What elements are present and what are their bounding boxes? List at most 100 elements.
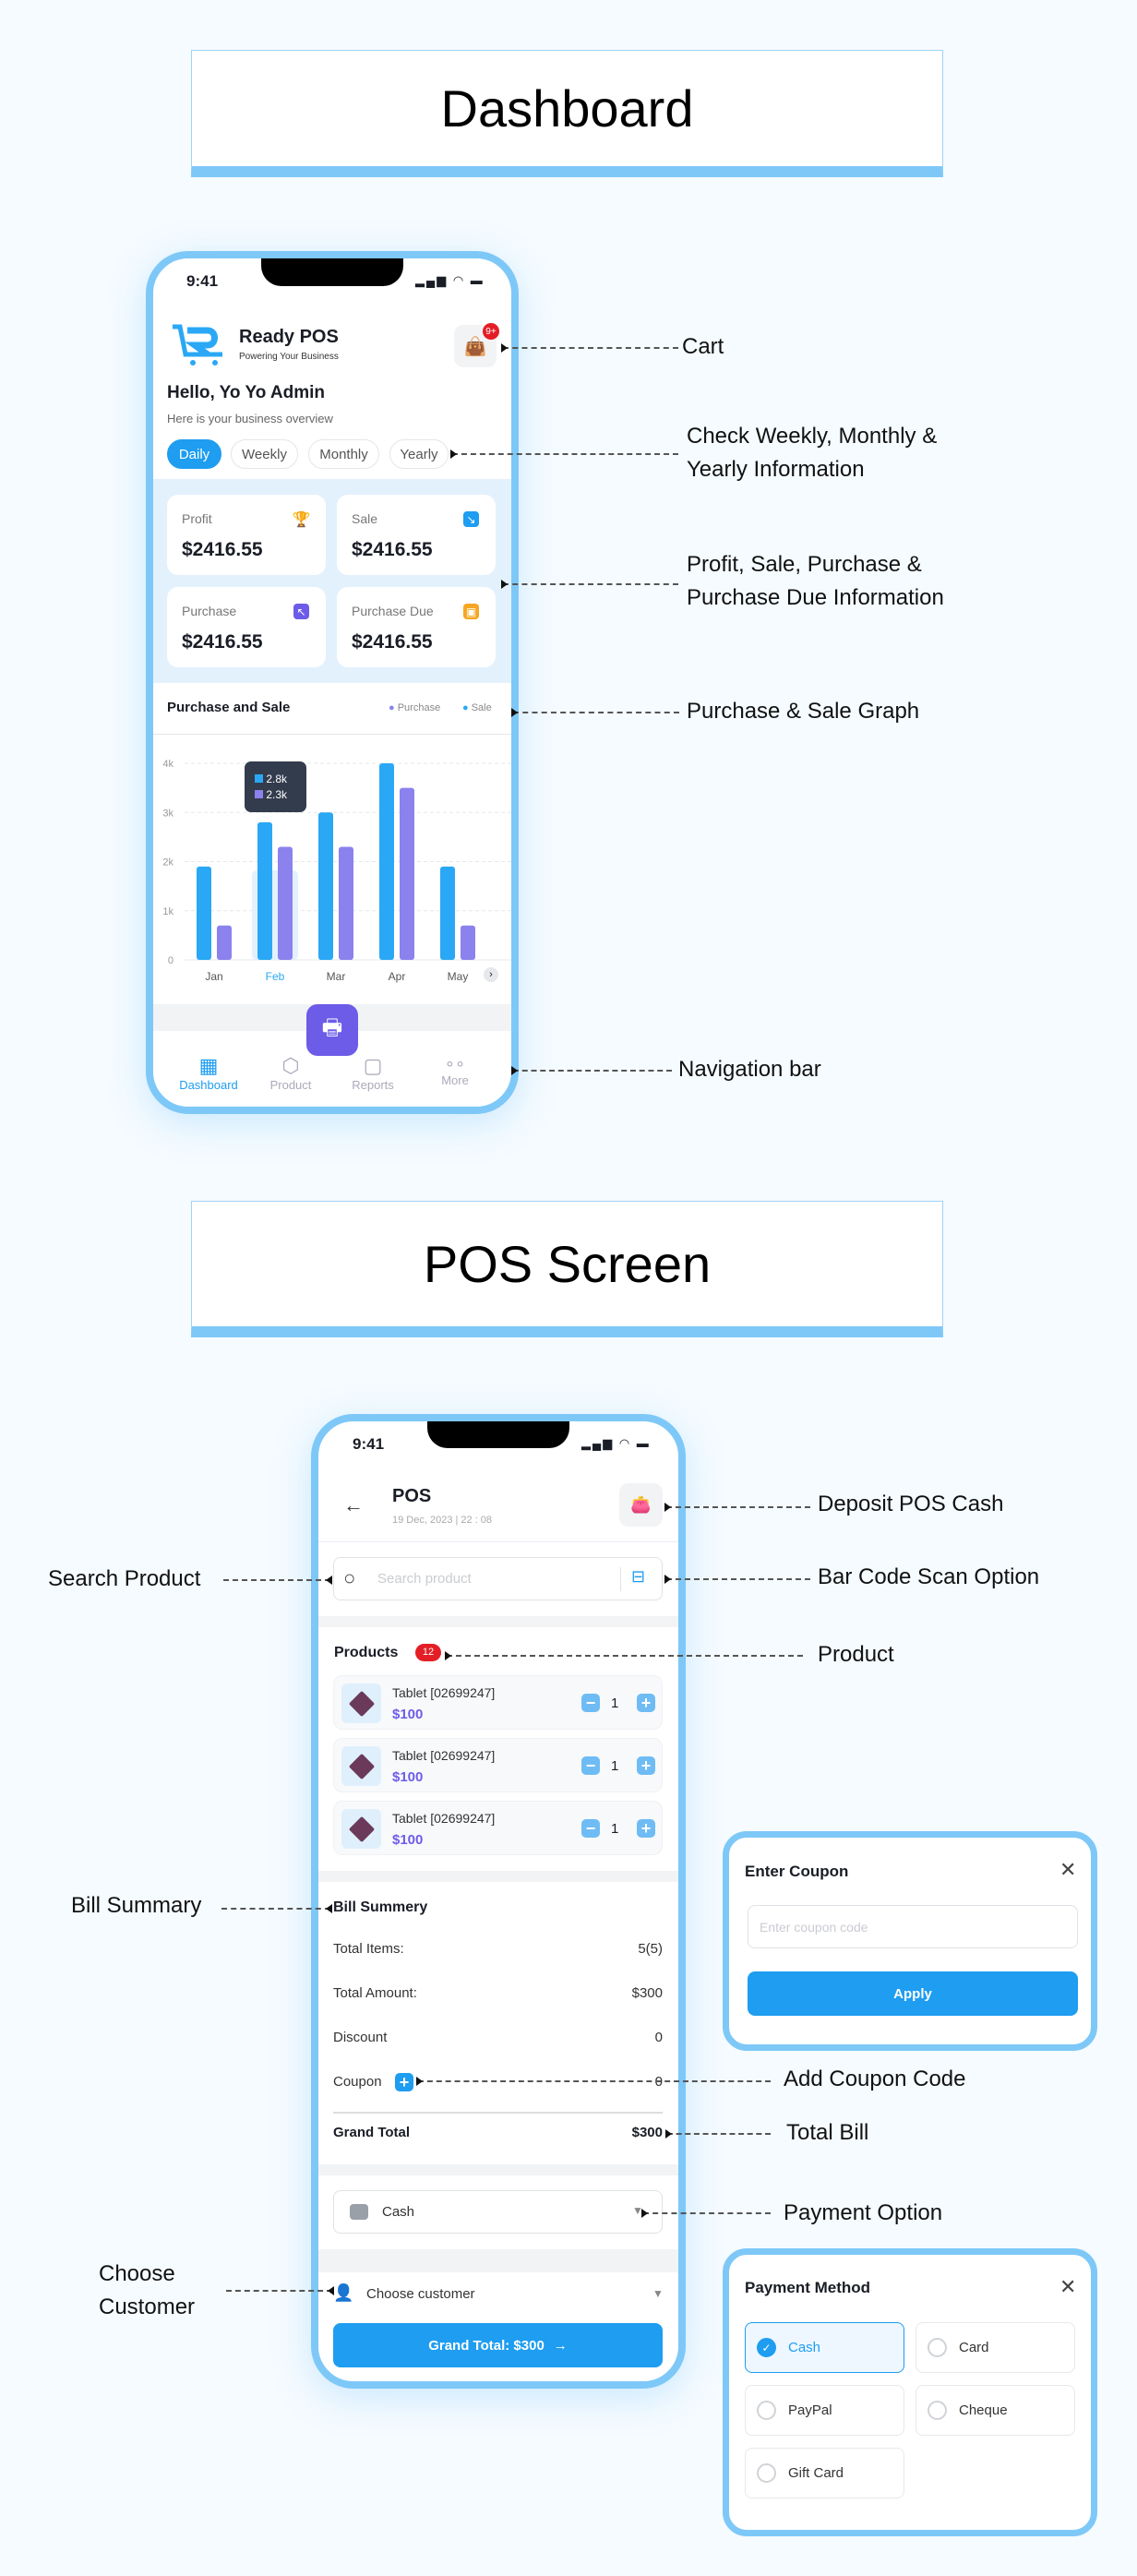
section-title-dashboard: Dashboard — [191, 50, 943, 177]
period-monthly[interactable]: Monthly — [308, 439, 379, 469]
annotation-line — [664, 1575, 810, 1584]
annotation-text: Profit, Sale, Purchase & — [687, 552, 922, 577]
annotation-bill: Bill Summary — [71, 1893, 202, 1918]
grand-total-submit-button[interactable]: Grand Total: $300→ — [333, 2323, 663, 2367]
radio-icon — [928, 2338, 947, 2357]
option-label: Gift Card — [788, 2465, 844, 2481]
pos-phone — [311, 1414, 686, 2389]
payment-method-select[interactable]: Cash ▼ — [333, 2190, 663, 2234]
shopping-bag-icon: 👜 — [463, 336, 487, 357]
bill-row-label: Coupon — [333, 2074, 382, 2090]
section-separator — [318, 1616, 678, 1627]
section-separator — [318, 1871, 678, 1882]
barcode-scan-button[interactable]: ⊟ — [631, 1567, 646, 1586]
nav-more[interactable]: ∘∘More — [418, 1054, 492, 1087]
brand-tagline: Powering Your Business — [239, 352, 339, 362]
divider — [333, 2112, 663, 2114]
bar-sale-may[interactable] — [440, 866, 455, 960]
bar-purchase-feb[interactable] — [278, 846, 293, 960]
bar-purchase-mar[interactable] — [339, 846, 353, 960]
nav-label: Dashboard — [179, 1078, 238, 1092]
option-label: PayPal — [788, 2402, 832, 2418]
annotation-payment: Payment Option — [784, 2200, 943, 2225]
product-row[interactable]: Tablet [02699247] $100 − 1 + — [333, 1801, 663, 1855]
plus-icon: + — [399, 2073, 410, 2091]
divider — [318, 1541, 678, 1542]
bar-sale-jan[interactable] — [197, 866, 211, 960]
card-value: $2416.55 — [182, 631, 263, 653]
tooltip-sale: 2.8k — [266, 773, 288, 785]
bar-purchase-jan[interactable] — [217, 925, 232, 960]
nav-reports[interactable]: ▢Reports — [336, 1054, 410, 1092]
notch — [427, 1421, 569, 1448]
decrease-qty-button[interactable]: − — [581, 1756, 600, 1775]
bar-purchase-apr[interactable] — [400, 787, 414, 960]
increase-qty-button[interactable]: + — [637, 1819, 655, 1838]
option-label: Cheque — [959, 2402, 1008, 2418]
search-product-field[interactable]: ○ Search product ⊟ — [333, 1557, 663, 1600]
notch — [261, 258, 403, 286]
section-title-text: POS Screen — [423, 1235, 712, 1293]
product-row[interactable]: Tablet [02699247] $100 − 1 + — [333, 1738, 663, 1792]
product-row[interactable]: Tablet [02699247] $100 − 1 + — [333, 1675, 663, 1730]
payment-option-cheque[interactable]: Cheque — [916, 2385, 1075, 2436]
increase-qty-button[interactable]: + — [637, 1694, 655, 1712]
choose-customer-select[interactable]: 👤 Choose customer ▼ — [318, 2272, 678, 2317]
status-time: 9:41 — [186, 272, 219, 290]
nav-dashboard[interactable]: ▦Dashboard — [172, 1054, 245, 1092]
chart-line-icon: ▢ — [363, 1054, 383, 1077]
payment-option-gift-card[interactable]: Gift Card — [745, 2448, 904, 2498]
period-yearly[interactable]: Yearly — [389, 439, 449, 469]
chart-next-button[interactable]: › — [484, 967, 498, 982]
sale-card[interactable]: Sale$2416.55↘ — [337, 495, 496, 575]
purchase-card[interactable]: Purchase$2416.55↖ — [167, 587, 326, 667]
pos-fab-button[interactable]: 🖶 — [306, 1004, 358, 1056]
nav-product[interactable]: ⬡Product — [254, 1054, 328, 1092]
legend-label: Sale — [471, 702, 492, 713]
add-coupon-button[interactable]: + — [395, 2073, 413, 2091]
coupon-modal: Enter Coupon ✕ Enter coupon code Apply — [723, 1831, 1097, 2051]
period-daily[interactable]: Daily — [167, 439, 221, 469]
annotation-line — [665, 2129, 771, 2139]
close-icon[interactable]: ✕ — [1059, 1858, 1077, 1881]
payment-option-cash[interactable]: ✓Cash — [745, 2322, 904, 2373]
divider — [620, 1567, 621, 1591]
profit-card[interactable]: Profit$2416.55🏆 — [167, 495, 326, 575]
arrow-down-right-icon: ↘ — [463, 511, 479, 527]
product-name: Tablet [02699247] — [392, 1685, 496, 1700]
bill-row-label: Discount — [333, 2030, 388, 2045]
card-label: Purchase Due — [352, 604, 434, 618]
bar-sale-feb[interactable] — [257, 821, 272, 960]
back-arrow-icon[interactable]: ← — [343, 1493, 364, 1516]
apply-button[interactable]: Apply — [748, 1971, 1078, 2016]
payment-option-card[interactable]: Card — [916, 2322, 1075, 2373]
decrease-qty-button[interactable]: − — [581, 1694, 600, 1712]
products-heading: Products — [334, 1645, 399, 1660]
product-price: $100 — [392, 1707, 424, 1722]
bill-row-value: 0 — [654, 2030, 663, 2045]
coupon-code-input[interactable]: Enter coupon code — [748, 1905, 1078, 1948]
bar-sale-apr[interactable] — [379, 763, 394, 960]
option-label: Cash — [788, 2340, 821, 2355]
product-qty: 1 — [611, 1821, 619, 1837]
bill-row-value: $300 — [631, 1985, 663, 2001]
annotation-line — [445, 1651, 803, 1660]
annotation-graph: Purchase & Sale Graph — [687, 699, 920, 724]
x-tick-label: Feb — [266, 970, 285, 983]
annotation-line — [511, 708, 679, 717]
annotation-deposit: Deposit POS Cash — [818, 1492, 1004, 1516]
annotation-line — [664, 1503, 810, 1512]
coupon-placeholder: Enter coupon code — [760, 1920, 868, 1935]
purchase-due-card[interactable]: Purchase Due$2416.55▣ — [337, 587, 496, 667]
annotation-nav: Navigation bar — [678, 1057, 821, 1082]
increase-qty-button[interactable]: + — [637, 1756, 655, 1775]
bar-sale-mar[interactable] — [318, 812, 333, 960]
bar-purchase-may[interactable] — [461, 925, 475, 960]
annotation-text: Check Weekly, Monthly & — [687, 424, 938, 449]
payment-option-paypal[interactable]: PayPal — [745, 2385, 904, 2436]
deposit-cash-button[interactable]: 👛 — [619, 1483, 663, 1527]
period-weekly[interactable]: Weekly — [231, 439, 298, 469]
close-icon[interactable]: ✕ — [1059, 2275, 1077, 2298]
decrease-qty-button[interactable]: − — [581, 1819, 600, 1838]
